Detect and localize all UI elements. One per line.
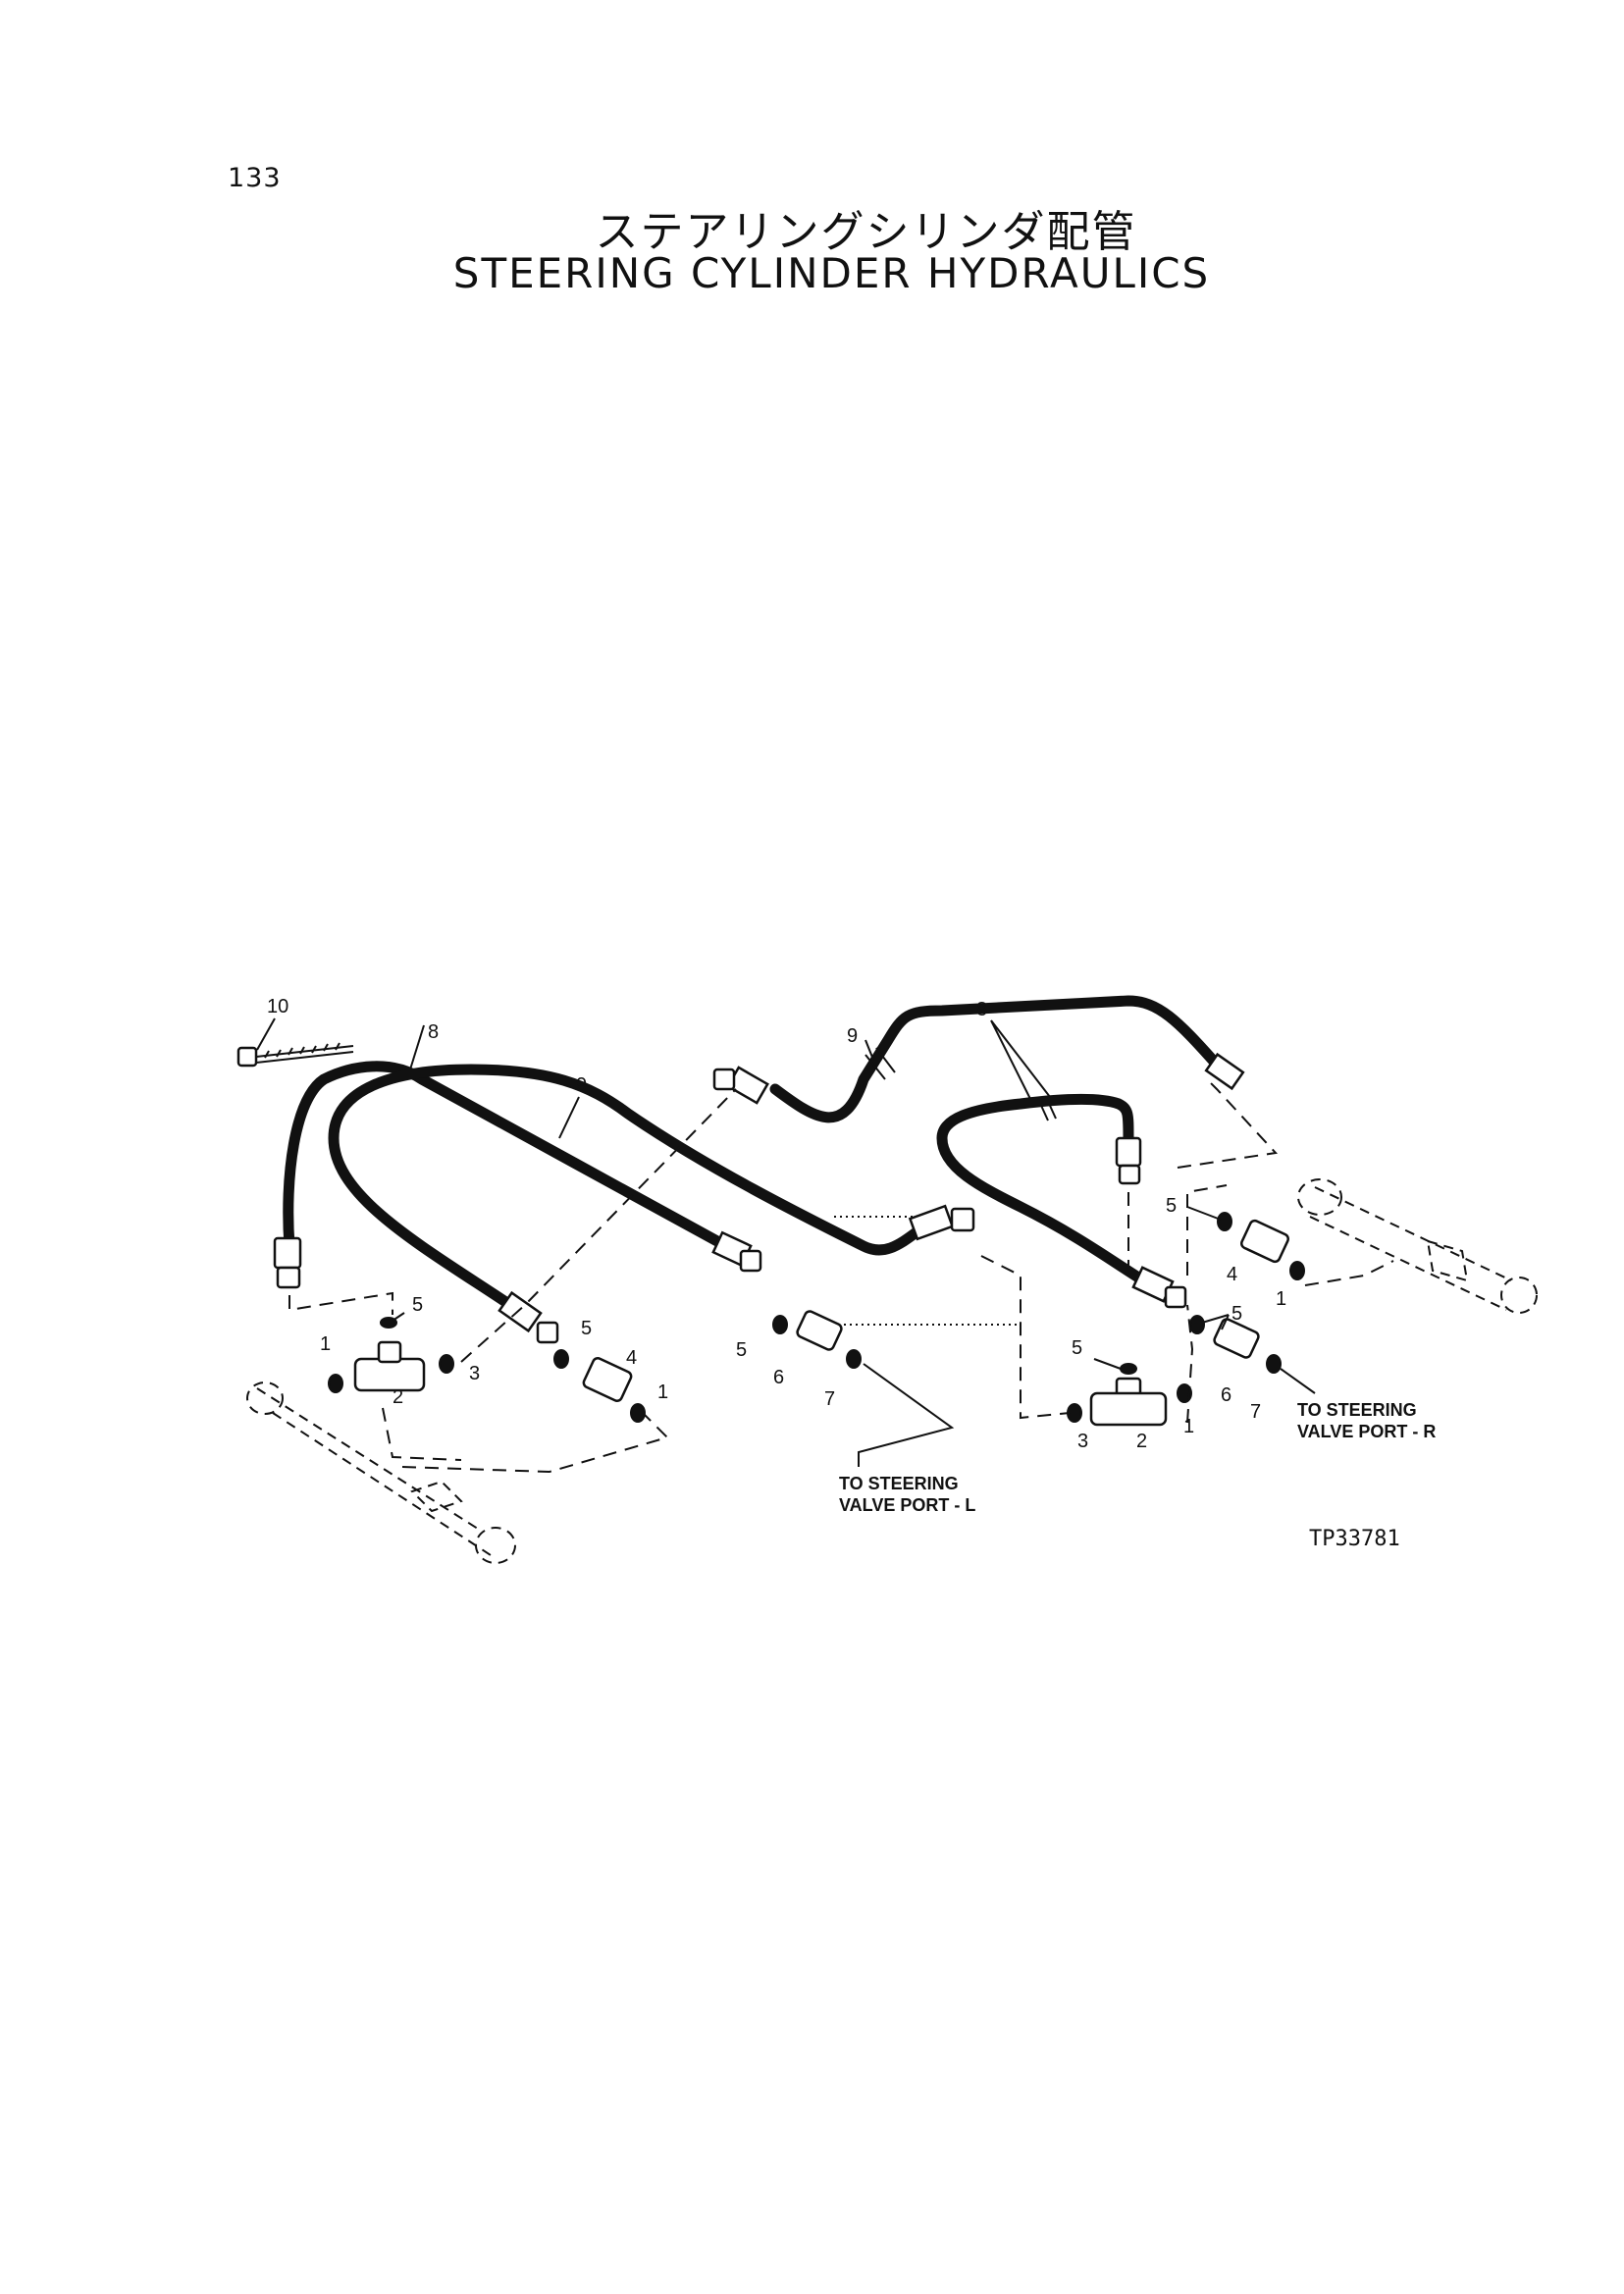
callout-5: 5 — [1231, 1303, 1242, 1325]
callout-6: 6 — [773, 1367, 784, 1388]
hose-9-elbow-center — [908, 1204, 955, 1241]
callout-1: 1 — [1276, 1288, 1286, 1310]
callout-3: 3 — [1077, 1431, 1088, 1452]
callout-5: 5 — [736, 1339, 747, 1361]
cable-tie — [236, 1042, 354, 1068]
callout-9: 9 — [576, 1074, 587, 1096]
callout-7: 7 — [824, 1388, 835, 1410]
o-ring-1 — [1177, 1383, 1192, 1403]
adapter-4 — [582, 1357, 633, 1402]
page-number: 133 — [228, 163, 282, 193]
right-steering-cylinder — [1297, 1178, 1538, 1314]
note-right-line1: TO STEERING — [1297, 1400, 1417, 1420]
callout-1: 1 — [1183, 1416, 1194, 1437]
callout-1: 1 — [320, 1333, 331, 1355]
right-fittings-lower — [1067, 1315, 1282, 1427]
tee-fitting-2 — [353, 1357, 426, 1392]
o-ring-5 — [772, 1315, 788, 1334]
center-fittings — [772, 1310, 862, 1369]
hose-9-fitting-right — [1204, 1052, 1245, 1091]
o-ring-7 — [1266, 1354, 1282, 1374]
hose-9-upper — [712, 995, 1245, 1123]
o-ring-1 — [328, 1374, 343, 1393]
callout-8: 8 — [976, 999, 987, 1020]
o-ring-7 — [846, 1349, 862, 1369]
note-left-line2: VALVE PORT - L — [839, 1495, 975, 1515]
callout-4: 4 — [1227, 1264, 1237, 1285]
callout-5: 5 — [581, 1318, 592, 1339]
hose-8-right-fitting-top — [1115, 1136, 1142, 1168]
callout-5: 5 — [412, 1294, 423, 1316]
callout-1: 1 — [657, 1382, 668, 1403]
adapter-6 — [1213, 1318, 1260, 1359]
o-ring-5 — [1120, 1363, 1137, 1375]
leader-lines — [256, 1017, 1230, 1370]
hose-break-mark — [864, 1047, 896, 1080]
note-left-line1: TO STEERING — [839, 1474, 959, 1493]
callout-8: 8 — [428, 1021, 439, 1043]
right-fittings-upper — [1217, 1212, 1305, 1280]
o-ring-3 — [1067, 1403, 1082, 1423]
hose-8-right-nut-top — [1118, 1164, 1141, 1185]
callout-7: 7 — [1250, 1401, 1261, 1423]
hose-9-nut-left — [536, 1321, 559, 1344]
hose-9-middle — [328, 1064, 975, 1344]
hose-8-left — [273, 1061, 762, 1289]
o-ring-5 — [553, 1349, 569, 1369]
hose-8-nut-left — [276, 1266, 301, 1289]
o-ring-5 — [1217, 1212, 1232, 1231]
hose-8-right — [936, 1093, 1187, 1309]
callout-2: 2 — [393, 1386, 403, 1408]
hose-8-right-nut-bottom — [1164, 1285, 1187, 1309]
callout-6: 6 — [1221, 1384, 1231, 1406]
callout-3: 3 — [469, 1363, 480, 1384]
page-title: STEERING CYLINDER HYDRAULICS — [452, 249, 1211, 297]
tee-fitting-2 — [1089, 1391, 1168, 1427]
o-ring-3 — [439, 1354, 454, 1374]
routing-lines — [288, 1078, 1394, 1474]
callout-4: 4 — [626, 1347, 637, 1369]
o-ring-1 — [630, 1403, 646, 1423]
callout-9: 9 — [847, 1025, 858, 1047]
o-ring-1 — [1289, 1261, 1305, 1280]
hose-9-nut-center — [950, 1207, 975, 1232]
o-ring-5 — [1189, 1315, 1205, 1334]
hose-8-fitting-left — [273, 1236, 302, 1270]
hose-break-mark — [1037, 1096, 1057, 1121]
page-title-japanese: ステアリングシリンダ配管 — [595, 207, 1137, 257]
note-right-line2: VALVE PORT - R — [1297, 1422, 1436, 1441]
hose-9-fitting-left — [498, 1290, 543, 1333]
left-fittings — [328, 1317, 646, 1423]
hose-9-elbow-nut — [712, 1068, 736, 1091]
callout-5: 5 — [1072, 1337, 1082, 1359]
callouts: 10 8 9 9 8 5 1 2 3 5 4 1 5 6 7 5 3 2 1 5… — [267, 996, 1286, 1452]
callout-2: 2 — [1136, 1431, 1147, 1452]
drawing-reference: TP33781 — [1309, 1527, 1400, 1551]
adapter-6 — [796, 1310, 843, 1351]
hose-8-nut-right — [739, 1249, 762, 1273]
callout-10: 10 — [267, 996, 288, 1017]
left-steering-cylinder — [246, 1382, 516, 1564]
adapter-4 — [1240, 1219, 1289, 1264]
callout-5: 5 — [1166, 1195, 1177, 1217]
